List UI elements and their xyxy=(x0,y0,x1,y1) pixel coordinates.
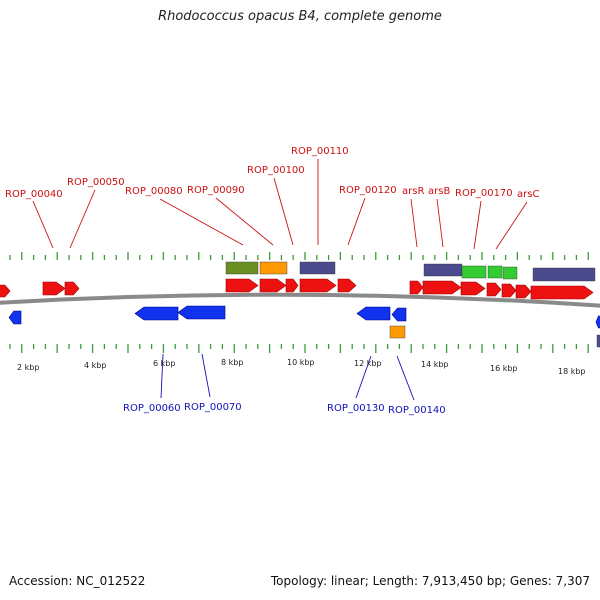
reverse-gene-arrow xyxy=(356,306,391,321)
reverse-gene-arrow xyxy=(134,306,179,321)
domain-box xyxy=(259,261,288,275)
forward-gene-arrow xyxy=(299,278,337,293)
label-leader-line xyxy=(473,200,482,250)
label-leader-line xyxy=(69,189,96,249)
scale-label: 6 kbp xyxy=(153,359,175,368)
scale-label: 2 kbp xyxy=(17,363,39,372)
label-leader-line xyxy=(160,353,164,399)
genome-backbone xyxy=(0,292,600,308)
label-leader-line xyxy=(32,200,54,249)
tick-row-top xyxy=(9,252,589,260)
gene-label: ROP_00090 xyxy=(187,185,245,196)
feature-layer xyxy=(0,261,600,348)
forward-gene-arrow xyxy=(409,280,424,295)
scale-label: 12 kbp xyxy=(354,359,382,368)
domain-box xyxy=(423,263,463,277)
domain-box xyxy=(596,334,600,348)
forward-gene-arrow xyxy=(0,284,11,298)
reverse-gene-arrow xyxy=(595,315,600,329)
domain-box xyxy=(532,267,596,282)
scale-label: 10 kbp xyxy=(287,358,315,367)
gene-label: ROP_00130 xyxy=(327,403,385,414)
accession-text: Accession: NC_012522 xyxy=(9,574,146,588)
domain-box xyxy=(299,261,336,275)
label-leader-line xyxy=(215,197,274,246)
domain-box xyxy=(487,265,503,279)
label-leader-line xyxy=(201,353,211,398)
gene-label: ROP_00120 xyxy=(339,185,397,196)
gene-label: ROP_00080 xyxy=(125,186,183,197)
gene-label: arsC xyxy=(517,189,539,200)
forward-gene-arrow xyxy=(225,278,259,293)
label-leader-line xyxy=(355,355,372,399)
forward-gene-arrow xyxy=(64,281,80,296)
scale-labels: 2 kbp 4 kbp 6 kbp 8 kbp 10 kbp 12 kbp 14 kbp 16… xyxy=(17,358,586,376)
label-leader-line xyxy=(436,198,444,248)
gene-label: ROP_00140 xyxy=(388,405,446,416)
gene-label: ROP_00170 xyxy=(455,188,513,199)
domain-box xyxy=(389,325,406,339)
gene-label: ROP_00110 xyxy=(291,146,349,157)
forward-gene-arrow xyxy=(501,283,517,298)
forward-gene-arrow xyxy=(530,285,594,300)
label-leaders xyxy=(32,159,528,401)
gene-label: ROP_00050 xyxy=(67,177,125,188)
scale-label: 18 kbp xyxy=(558,367,586,376)
map-title: Rhodococcus opacus B4, complete genome xyxy=(158,9,442,24)
gene-label: ROP_00040 xyxy=(5,189,63,200)
gene-label: ROP_00100 xyxy=(247,165,305,176)
gene-label: arsB xyxy=(428,186,450,197)
forward-gene-arrow xyxy=(460,281,486,296)
reverse-gene-arrow xyxy=(8,310,22,325)
forward-gene-arrow xyxy=(285,278,299,293)
forward-gene-arrow xyxy=(486,282,502,297)
reverse-gene-arrow xyxy=(177,305,226,320)
label-leader-line xyxy=(159,198,244,246)
forward-gene-arrow xyxy=(259,278,287,293)
forward-gene-arrow xyxy=(337,278,357,293)
label-leader-line xyxy=(273,177,294,246)
domain-box xyxy=(502,266,518,280)
scale-label: 4 kbp xyxy=(84,361,106,370)
tick-row-bottom xyxy=(9,344,589,353)
reverse-gene-arrow xyxy=(391,307,407,322)
gene-label: arsR xyxy=(402,186,424,197)
scale-label: 14 kbp xyxy=(421,360,449,369)
domain-box xyxy=(461,265,487,279)
label-leader-line xyxy=(396,355,415,401)
scale-label: 8 kbp xyxy=(221,358,243,367)
scale-label: 16 kbp xyxy=(490,364,518,373)
label-leader-line xyxy=(495,201,528,250)
gene-label: ROP_00060 xyxy=(123,403,181,414)
forward-gene-arrow xyxy=(422,280,462,295)
forward-gene-arrow xyxy=(515,284,532,299)
domain-box xyxy=(225,261,259,275)
label-leader-line xyxy=(347,197,366,246)
label-leader-line xyxy=(410,198,418,248)
genome-summary: Topology: linear; Length: 7,913,450 bp; … xyxy=(270,574,590,588)
gene-label: ROP_00070 xyxy=(184,402,242,413)
forward-gene-arrow xyxy=(42,281,66,296)
